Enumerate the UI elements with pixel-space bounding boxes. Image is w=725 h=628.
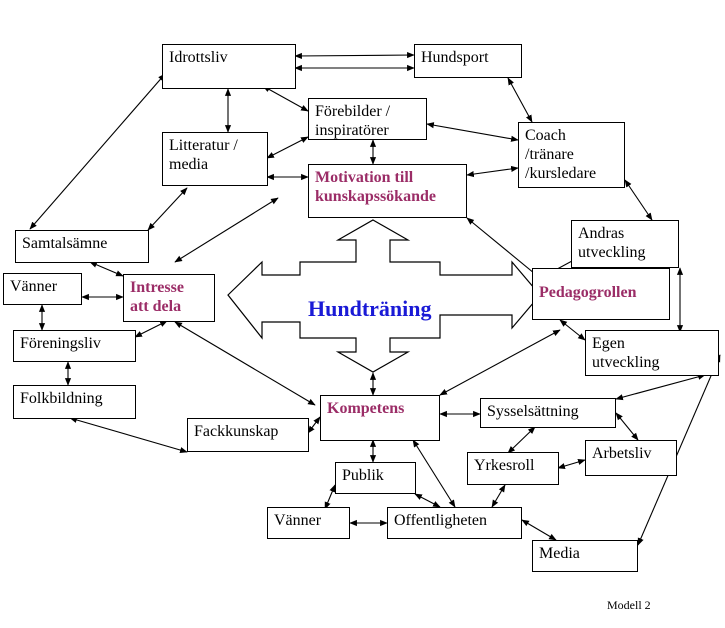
- node-hundsport: Hundsport: [414, 44, 522, 78]
- node-vanner-bottom: Vänner: [267, 507, 350, 539]
- node-media: Media: [532, 540, 638, 572]
- node-coach: Coach /tränare /kursledare: [518, 122, 625, 188]
- node-andras: Andras utveckling: [571, 220, 679, 268]
- node-litteratur: Litteratur / media: [162, 132, 268, 186]
- center-label: Hundträning: [308, 296, 432, 321]
- node-egen: Egen utveckling: [585, 330, 719, 376]
- node-yrkesroll: Yrkesroll: [467, 452, 559, 485]
- node-fackkunskap: Fackkunskap: [187, 418, 309, 452]
- node-intresse: Intresse att dela: [123, 274, 215, 322]
- node-foreningsliv: Föreningsliv: [13, 330, 136, 362]
- node-sysselsattning: Sysselsättning: [480, 398, 616, 428]
- node-kompetens: Kompetens: [320, 395, 440, 441]
- node-pedagogrollen: Pedagogrollen: [532, 268, 670, 320]
- node-folkbildning: Folkbildning: [13, 385, 136, 419]
- node-offentligheten: Offentligheten: [387, 507, 522, 539]
- node-idrottsliv: Idrottsliv: [162, 44, 296, 89]
- node-arbetsliv: Arbetsliv: [585, 440, 677, 476]
- node-vanner-left: Vänner: [3, 273, 82, 305]
- node-samtalsamne: Samtalsämne: [15, 230, 149, 263]
- node-forebilder: Förebilder / inspiratörer: [308, 98, 427, 140]
- model-caption: Modell 2: [607, 598, 651, 612]
- node-motivation: Motivation till kunskapssökande: [308, 164, 467, 218]
- connector-lines: [29, 51, 721, 546]
- node-publik: Publik: [335, 462, 416, 494]
